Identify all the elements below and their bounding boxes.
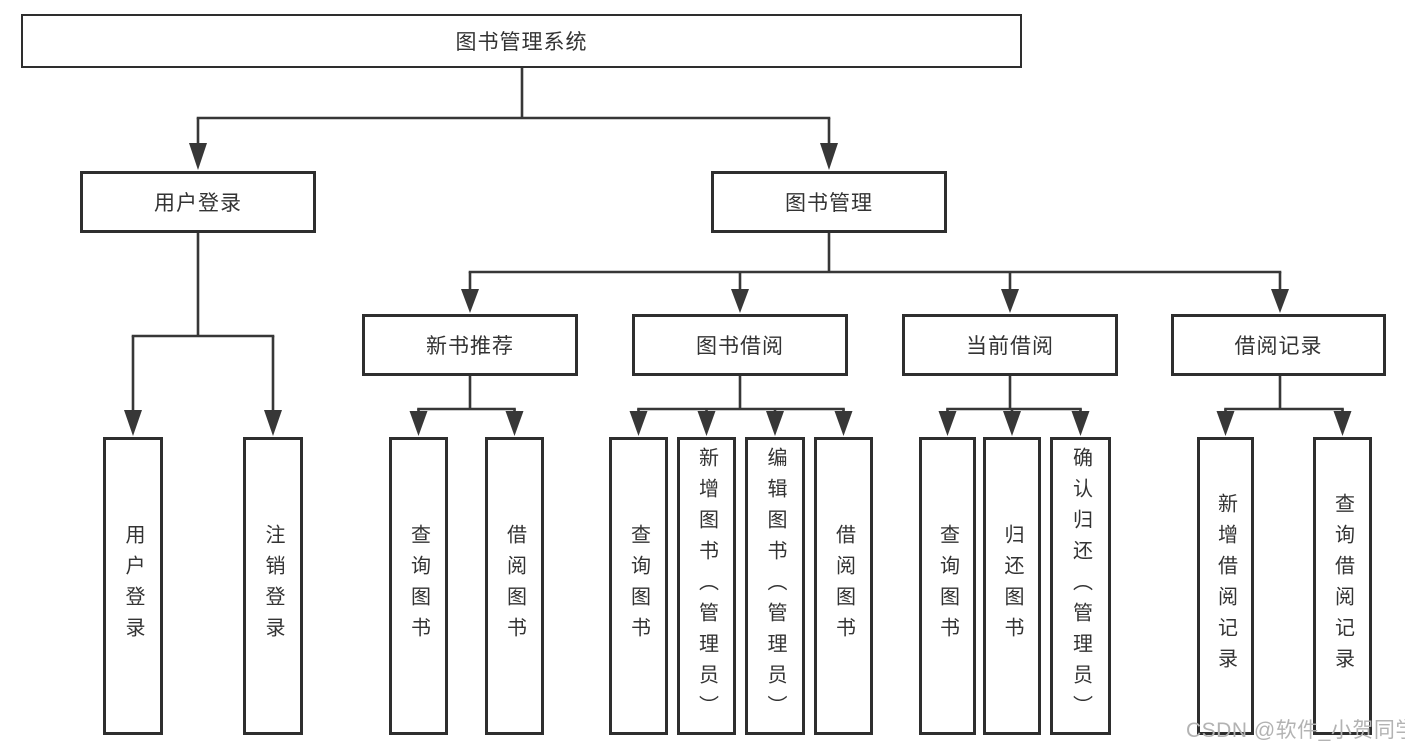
leaf-confirm-return-admin: 确认归还（管理员）	[1050, 437, 1111, 735]
leaf-user-login: 用户登录	[103, 437, 163, 735]
connector-borrowrecord-to-leaves	[1216, 376, 1352, 436]
connector-currentborrow-to-leaves	[938, 376, 1090, 436]
leaf-label: 新增借阅记录	[1214, 493, 1237, 679]
connector-bookborrow-to-leaves	[629, 376, 853, 436]
connector-userlogin-to-leaves	[124, 233, 282, 436]
leaf-label: 借阅图书	[832, 524, 855, 648]
leaf-label: 查询图书	[627, 524, 650, 648]
leaf-label: 新增图书（管理员）	[695, 446, 718, 726]
leaf-borrow-books: 借阅图书	[814, 437, 873, 735]
leaf-label: 查询图书	[407, 524, 430, 648]
leaf-label: 编辑图书（管理员）	[764, 446, 786, 726]
node-label: 图书管理系统	[455, 31, 588, 54]
leaf-label: 借阅图书	[503, 524, 526, 648]
node-borrowing-records: 借阅记录	[1171, 314, 1386, 376]
node-user-login: 用户登录	[80, 171, 316, 233]
leaf-query-borrow-record: 查询借阅记录	[1313, 437, 1372, 735]
node-label: 用户登录	[154, 192, 242, 215]
node-current-borrowing: 当前借阅	[902, 314, 1118, 376]
node-label: 新书推荐	[426, 335, 514, 358]
leaf-label: 归还图书	[1001, 524, 1023, 648]
leaf-add-books-admin: 新增图书（管理员）	[677, 437, 736, 735]
connector-newbook-to-leaves	[409, 376, 524, 436]
node-label: 图书管理	[785, 192, 873, 215]
connector-root-to-level1	[189, 67, 838, 170]
leaf-add-borrow-record: 新增借阅记录	[1197, 437, 1254, 735]
leaf-label: 查询借阅记录	[1331, 493, 1354, 679]
leaf-logout: 注销登录	[243, 437, 303, 735]
node-library-management-system: 图书管理系统	[21, 14, 1022, 68]
csdn-watermark: CSDN @软件_小贺同学	[1186, 719, 1405, 742]
node-label: 借阅记录	[1234, 335, 1323, 358]
leaf-query-books: 查询图书	[919, 437, 976, 735]
leaf-label: 查询图书	[936, 524, 959, 648]
leaf-label: 用户登录	[122, 524, 144, 648]
node-new-book-recommend: 新书推荐	[362, 314, 578, 376]
leaf-borrow-books: 借阅图书	[485, 437, 544, 735]
leaf-return-books: 归还图书	[983, 437, 1041, 735]
leaf-edit-books-admin: 编辑图书（管理员）	[745, 437, 805, 735]
leaf-label: 确认归还（管理员）	[1069, 446, 1092, 726]
leaf-label: 注销登录	[262, 524, 284, 648]
leaf-query-books: 查询图书	[609, 437, 668, 735]
node-book-management: 图书管理	[711, 171, 947, 233]
leaf-query-books: 查询图书	[389, 437, 448, 735]
connector-bookmgmt-to-level2	[461, 233, 1289, 313]
node-book-borrowing: 图书借阅	[632, 314, 848, 376]
node-label: 当前借阅	[966, 335, 1054, 358]
node-label: 图书借阅	[696, 335, 784, 358]
